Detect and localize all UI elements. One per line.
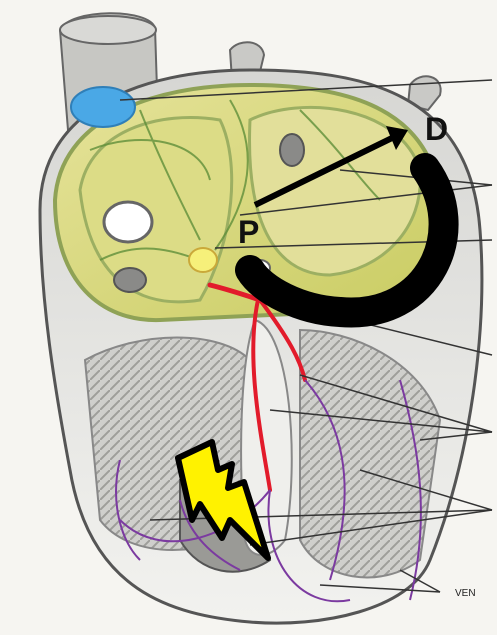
label-d: D	[425, 111, 448, 147]
av-node	[189, 248, 217, 272]
label-p: P	[238, 214, 259, 250]
label-ven: VEN	[455, 588, 476, 599]
sa-node	[71, 87, 135, 127]
